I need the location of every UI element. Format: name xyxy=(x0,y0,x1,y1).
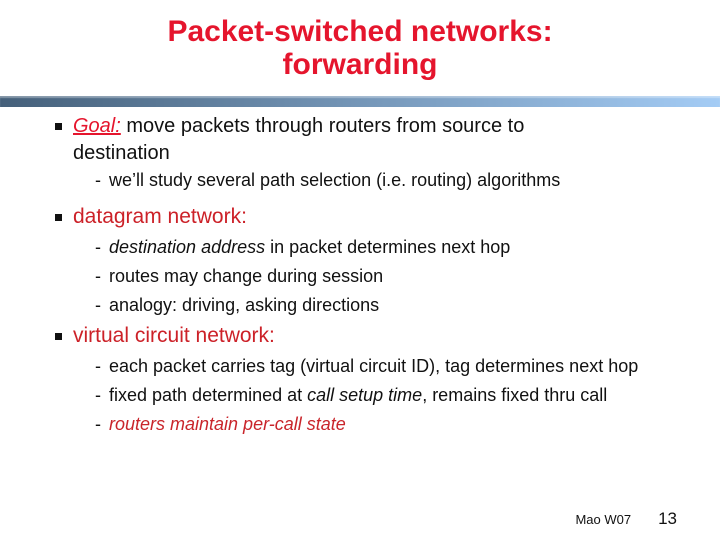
sub-run: each packet carries tag (virtual circuit… xyxy=(109,356,639,376)
dash-bullet-icon: - xyxy=(95,295,101,315)
square-bullet-icon xyxy=(55,214,62,221)
section-goal: Goal: move packets through routers from … xyxy=(55,113,720,192)
dash-bullet-icon: - xyxy=(95,356,101,376)
section-heading-virtual-circuit: virtual circuit network: xyxy=(73,324,275,347)
slide-title: Packet-switched networks:forwarding xyxy=(0,15,720,81)
title-line-2: forwarding xyxy=(282,48,438,81)
sub-run-italic: destination address xyxy=(109,237,266,257)
section-virtual-circuit: virtual circuit network: - each packet c… xyxy=(55,323,720,436)
goal-label: Goal: xyxy=(73,115,121,137)
sub-bullet-text: each packet carries tag (virtual circuit… xyxy=(109,355,638,378)
sub-bullet-text: fixed path determined at call setup time… xyxy=(109,384,607,407)
sub-run: we’ll study several path selection (i.e.… xyxy=(109,170,561,190)
sub-bullet-item: - destination address in packet determin… xyxy=(95,236,720,259)
sub-run: fixed path determined at xyxy=(109,385,308,405)
sub-run-italic: call setup time xyxy=(307,385,423,405)
page-number: 13 xyxy=(658,509,677,528)
sub-bullet-item: - routes may change during session xyxy=(95,265,720,288)
sub-bullet-text: analogy: driving, asking directions xyxy=(109,294,379,317)
title-line-1: Packet-switched networks: xyxy=(167,15,553,48)
sub-bullet-item: - analogy: driving, asking directions xyxy=(95,294,720,317)
section-datagram: datagram network: - destination address … xyxy=(55,204,720,317)
square-bullet-icon xyxy=(55,123,62,130)
sub-bullet-item: - each packet carries tag (virtual circu… xyxy=(95,355,720,378)
dash-bullet-icon: - xyxy=(95,414,101,434)
goal-rest-text: move packets through routers from source… xyxy=(73,115,525,164)
title-divider xyxy=(0,96,720,107)
square-bullet-icon xyxy=(55,333,62,340)
sub-bullet-text: destination address in packet determines… xyxy=(109,236,510,259)
sub-bullet-item: - routers maintain per-call state xyxy=(95,413,720,436)
bullet-item-goal: Goal: move packets through routers from … xyxy=(55,113,720,167)
sub-bullet-item: - fixed path determined at call setup ti… xyxy=(95,384,720,407)
footer-course-label: Mao W07 xyxy=(575,512,632,527)
dash-bullet-icon: - xyxy=(95,385,101,405)
dash-bullet-icon: - xyxy=(95,170,101,190)
sub-run-red-italic: routers maintain per-call state xyxy=(109,414,346,434)
bullet-text-goal: Goal: move packets through routers from … xyxy=(73,113,625,167)
slide-footer: Mao W07 13 xyxy=(575,509,677,529)
sub-run: in packet determines next hop xyxy=(265,237,511,257)
sub-bullet-item: - we’ll study several path selection (i.… xyxy=(95,169,720,192)
sub-bullet-text: routers maintain per-call state xyxy=(109,413,346,436)
sub-bullet-text: we’ll study several path selection (i.e.… xyxy=(109,169,560,192)
dash-bullet-icon: - xyxy=(95,237,101,257)
sub-run: analogy: driving, asking directions xyxy=(109,295,380,315)
dash-bullet-icon: - xyxy=(95,266,101,286)
sub-run: routes may change during session xyxy=(109,266,384,286)
slide-body: Goal: move packets through routers from … xyxy=(0,107,720,436)
sub-bullet-text: routes may change during session xyxy=(109,265,383,288)
bullet-item-virtual-circuit: virtual circuit network: xyxy=(55,323,720,349)
sub-run: , remains fixed thru call xyxy=(422,385,608,405)
bullet-item-datagram: datagram network: xyxy=(55,204,720,230)
section-heading-datagram: datagram network: xyxy=(73,205,247,228)
